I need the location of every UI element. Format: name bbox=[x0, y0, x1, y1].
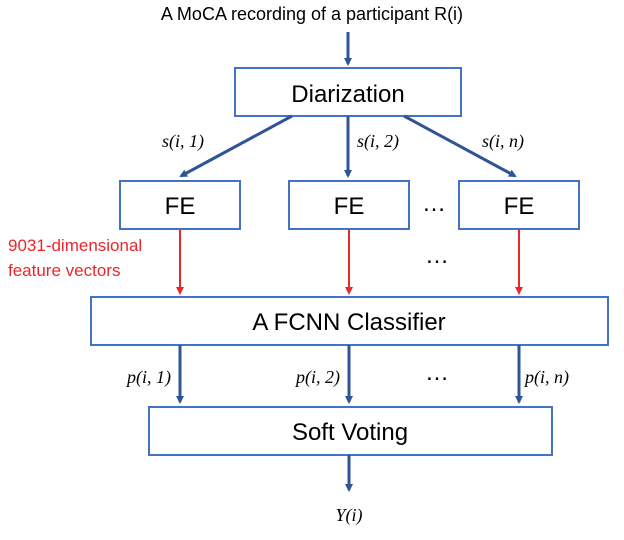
fe-box-1: FE bbox=[119, 180, 241, 230]
arrow-diarization-to-fe3 bbox=[403, 114, 517, 178]
prob-label-p1: p(i, 1) bbox=[125, 367, 171, 388]
ellipsis-feature-row: … bbox=[425, 242, 449, 269]
fe-label-1: FE bbox=[165, 193, 196, 220]
segment-label-s2: s(i, 2) bbox=[357, 131, 399, 152]
soft-voting-label: Soft Voting bbox=[292, 419, 408, 446]
classifier-label: A FCNN Classifier bbox=[252, 309, 445, 336]
diarization-label: Diarization bbox=[291, 81, 404, 108]
fe-label-2: FE bbox=[334, 193, 365, 220]
classifier-box: A FCNN Classifier bbox=[90, 296, 609, 346]
ellipsis-prob-row: … bbox=[425, 359, 449, 386]
feature-label-line1: 9031-dimensional bbox=[8, 236, 142, 255]
prob-label-pn: p(i, n) bbox=[523, 367, 569, 388]
ellipsis-fe-row: … bbox=[422, 190, 446, 217]
segment-label-s1: s(i, 1) bbox=[162, 131, 204, 152]
title-text: A MoCA recording of a participant R(i) bbox=[161, 4, 463, 24]
output-label: Y(i) bbox=[336, 505, 363, 526]
diarization-box: Diarization bbox=[234, 67, 462, 117]
segment-label-sn: s(i, n) bbox=[482, 131, 524, 152]
prob-label-p2: p(i, 2) bbox=[294, 367, 340, 388]
fe-box-3: FE bbox=[458, 180, 580, 230]
fe-box-2: FE bbox=[288, 180, 410, 230]
feature-label-line2: feature vectors bbox=[8, 261, 120, 280]
soft-voting-box: Soft Voting bbox=[148, 406, 553, 456]
fe-label-3: FE bbox=[504, 193, 535, 220]
arrow-diarization-to-fe1 bbox=[179, 114, 293, 178]
